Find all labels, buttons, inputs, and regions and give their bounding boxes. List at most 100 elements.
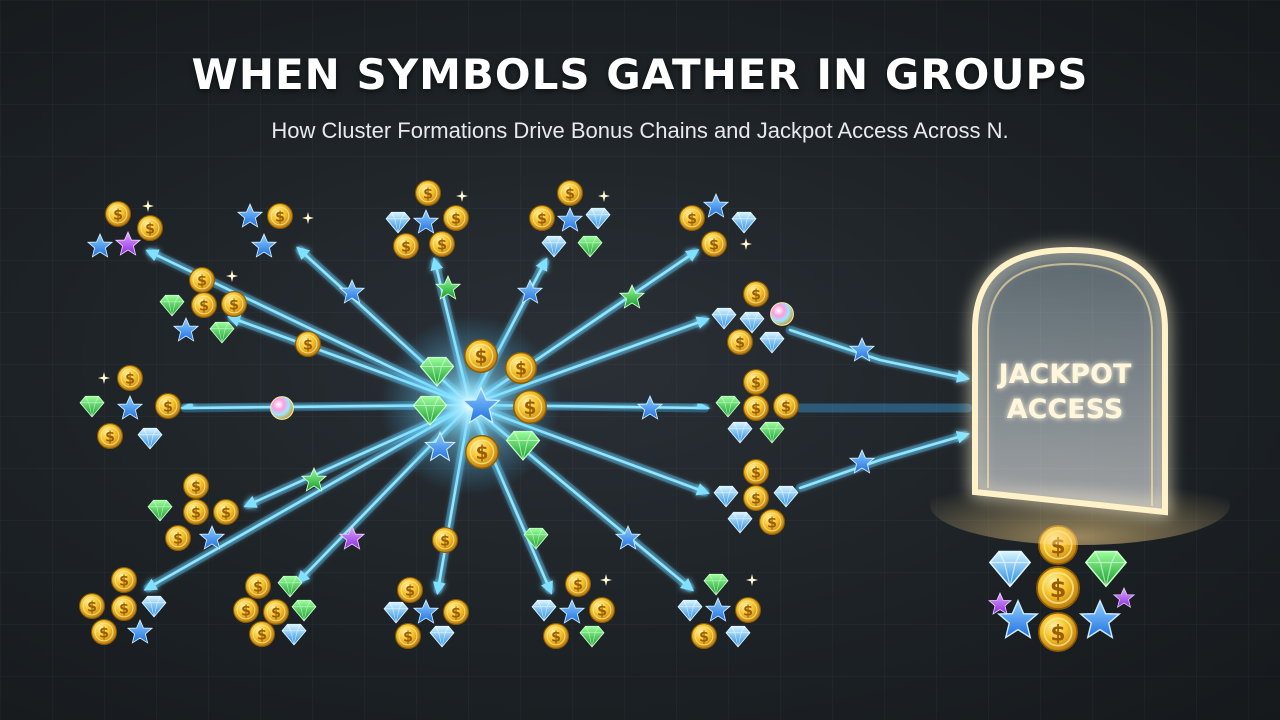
gold-coin-icon [117,365,143,391]
gold-coin-icon [505,352,537,384]
beam-line [785,325,971,383]
gold-coin-icon [589,597,615,623]
blue-diamond-icon [727,511,753,534]
blue-diamond-icon [429,625,455,648]
gold-coin-icon [165,525,191,551]
blue-diamond-icon [531,599,557,622]
gold-coin-icon [415,180,441,206]
green-gem-icon [79,395,105,418]
green-gem-icon [759,421,785,444]
sparkle-icon [746,574,758,586]
gold-coin-icon [743,369,769,395]
purple-star-icon [988,592,1012,615]
gold-coin-icon [465,435,499,469]
purple-star-icon [1113,587,1135,608]
blue-star-icon [705,597,731,622]
gold-coin-icon [155,393,181,419]
gold-coin-icon [183,499,209,525]
gold-coin-icon [191,292,217,318]
blue-diamond-icon [677,599,703,622]
blue-diamond-icon [137,427,163,450]
blue-star-icon [413,599,439,624]
gold-coin-icon [233,597,259,623]
page-subtitle: How Cluster Formations Drive Bonus Chain… [271,118,1009,143]
blue-diamond-icon [585,207,611,230]
blue-diamond-icon [773,485,799,508]
sparkle-icon [226,270,238,282]
blue-diamond-icon [383,601,409,624]
sparkle-icon [456,190,468,202]
page-title: WHEN SYMBOLS GATHER IN GROUPS [191,50,1089,99]
gold-coin-icon [1038,612,1078,652]
gold-coin-icon [221,291,247,317]
sparkle-icon [142,200,154,212]
gold-coin-icon [91,619,117,645]
gold-coin-icon [183,473,209,499]
gold-coin-icon [743,485,769,511]
blue-star-icon [251,233,277,258]
gold-coin-icon [432,527,458,553]
blue-star-icon [637,395,663,420]
green-gem-icon [291,599,317,622]
blue-diamond-icon [385,211,411,234]
gold-coin-icon [773,393,799,419]
gold-coin-icon [701,231,727,257]
blue-diamond-icon [281,623,307,646]
blue-star-icon [127,619,153,644]
blue-diamond-icon [759,331,785,354]
gold-coin-icon [295,331,321,357]
green-gem-icon [703,573,729,596]
gold-coin-icon [743,459,769,485]
sparkle-icon [600,574,612,586]
beam-line [795,430,970,493]
jackpot-portal: JACKPOT ACCESS [930,246,1230,545]
blue-star-icon [559,599,585,624]
gold-coin-icon [727,329,753,355]
blue-star-icon [87,233,113,258]
blue-star-icon [703,193,729,218]
gold-coin-icon [137,215,163,241]
gold-coin-icon [189,267,215,293]
gold-coin-icon [743,395,769,421]
green-gem-icon [715,395,741,418]
blue-star-icon [413,209,439,234]
gold-coin-icon [557,180,583,206]
blue-diamond-icon [713,485,739,508]
gold-coin-icon [691,623,717,649]
blue-diamond-icon [711,307,737,330]
gold-coin-icon [443,205,469,231]
green-gem-icon [579,625,605,648]
gold-coin-icon [529,205,555,231]
portal-arch [972,246,1168,516]
blue-star-icon [237,203,263,228]
rainbow-orb-icon [270,396,294,420]
gold-coin-icon [393,233,419,259]
rainbow-orb-icon [770,302,794,326]
green-gem-icon [277,575,303,598]
purple-star-icon [115,231,141,256]
gold-coin-icon [429,231,455,257]
green-gem-icon [159,294,185,317]
blue-diamond-icon [989,550,1031,588]
gold-coin-icon [245,573,271,599]
gold-coin-icon [565,571,591,597]
blue-diamond-icon [725,625,751,648]
gold-coin-icon [105,201,131,227]
blue-star-icon [173,317,199,342]
gold-coin-icon [1036,566,1080,610]
blue-star-icon [1080,600,1120,639]
blue-star-icon [117,395,143,420]
gold-coin-icon [213,499,239,525]
portal-label-line1: JACKPOT [997,359,1132,390]
gold-coin-icon [743,281,769,307]
gold-coin-icon [249,621,275,647]
gold-coin-icon [395,623,421,649]
gold-coin-icon [513,390,547,424]
gold-coin-icon [735,597,761,623]
gold-coin-icon [759,509,785,535]
portal-label-line2: ACCESS [1007,394,1124,425]
sparkle-icon [740,238,752,250]
gold-coin-icon [679,205,705,231]
sparkle-icon [98,372,110,384]
